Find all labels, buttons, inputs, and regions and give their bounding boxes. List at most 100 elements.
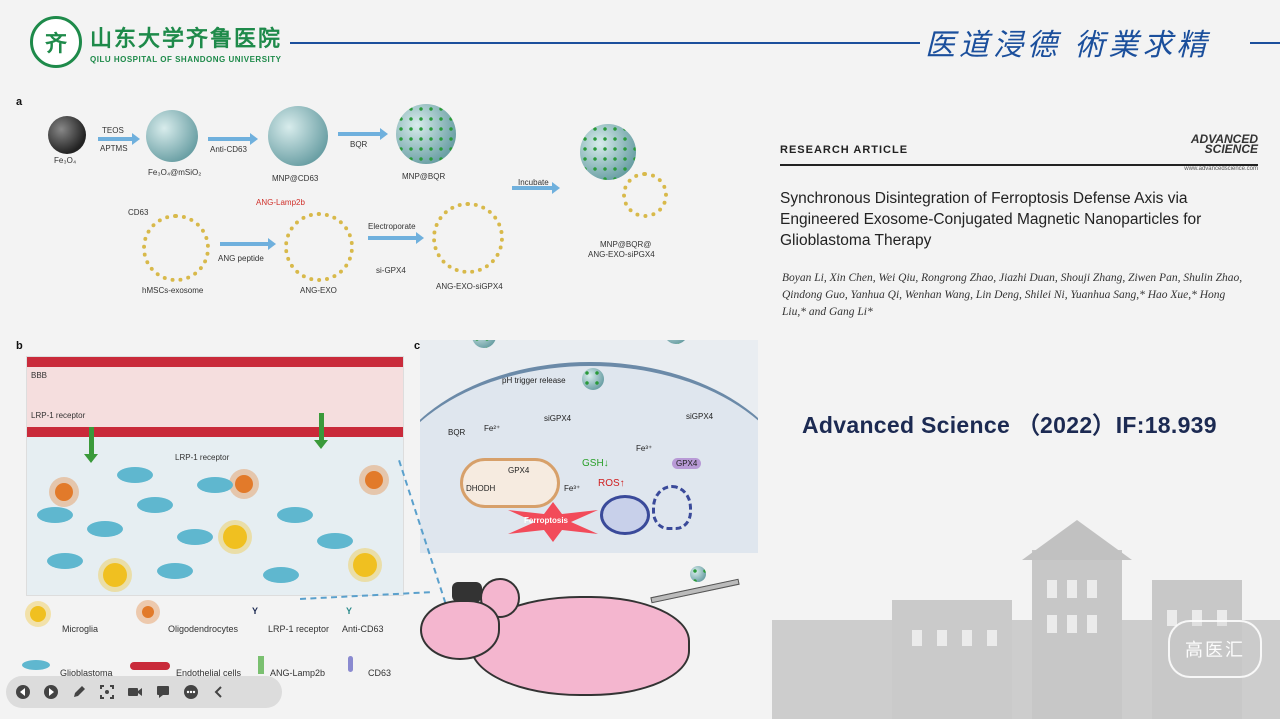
ang-exo-sigpx4-label: ANG-EXO-siGPX4 [436,282,503,291]
transport-arrow-1 [84,427,98,463]
legend-microglia-icon [30,606,46,622]
mouse-head [420,600,500,660]
glioblastoma-cell [87,521,123,537]
prev-icon[interactable] [12,681,34,703]
glioblastoma-cell [177,529,213,545]
aptms-label: APTMS [100,144,128,153]
ang-exo-label: ANG-EXO [300,286,337,295]
legend-glioblastoma: Glioblastoma [60,668,113,678]
presentation-toolbar [6,676,282,708]
legend-cd63: CD63 [368,668,392,678]
arrow-incubate [512,182,560,194]
fe3o4-msio2-sphere [146,110,198,162]
hospital-seal-icon: 齐 [30,16,82,68]
glioblastoma-cell [263,567,299,583]
mouse-ear [480,578,520,618]
watermark-text: 高医汇 [1185,640,1245,661]
microglia-cell [103,563,127,587]
fe3o4-sphere [48,116,86,154]
glioblastoma-cell [317,533,353,549]
arrow-3 [338,128,388,140]
vessel-wall-top [27,357,403,367]
vessel-wall-bottom [27,427,403,437]
next-icon[interactable] [40,681,62,703]
hmscs-exosome-label: hMSCs-exosome [142,286,204,295]
glioblastoma-cell [197,477,233,493]
final-exosome-ring [622,172,668,218]
watermark-logo: 高医汇 [1168,620,1262,678]
cd63-label: CD63 [128,208,149,217]
figure-panel-c: pH trigger release BQR Fe²⁺ siGPX4 siGPX… [420,340,758,553]
transport-arrow-2 [314,413,328,449]
mnp-cd63-label: MNP@CD63 [272,174,319,183]
article-title: Synchronous Disintegration of Ferroptosi… [780,190,1202,249]
fe3-right-label: Fe³⁺ [636,444,653,453]
glioblastoma-cell [137,497,173,513]
figure-panel-b: BBB LRP-1 receptor LRP-1 receptor [26,356,404,596]
journal-logo-line1: ADVANCED [1190,132,1258,146]
camera-icon[interactable] [124,681,146,703]
panel-b-label: b [16,340,23,352]
dhodh-label: DHODH [466,484,496,493]
mnp-bqr-sphere [396,104,456,164]
screenshot-icon[interactable] [96,681,118,703]
legend-anti-cd63: Anti-CD63 [342,624,384,634]
lrp1-label: LRP-1 receptor [31,411,86,420]
legend-endothelial: Endothelial cells [176,668,242,678]
gpx4-left-label: GPX4 [508,466,530,475]
ang-exo-ring [284,212,354,282]
oligodendrocyte-cell [365,471,383,489]
mouse-body [470,596,690,696]
arrow-5 [368,232,424,244]
glioblastoma-cell [277,507,313,523]
ros-label: ROS↑ [598,478,625,489]
glioblastoma-cell [47,553,83,569]
final-label-line1: MNP@BQR@ [600,240,652,249]
comment-icon[interactable] [152,681,174,703]
hospital-name-cn: 山东大学齐鲁医院 [90,25,283,52]
article-section-label: RESEARCH ARTICLE [780,144,909,156]
teos-label: TEOS [102,126,124,135]
fe2-label: Fe²⁺ [484,424,501,433]
bbb-label: BBB [31,371,48,380]
legend-cd63-icon [348,656,353,672]
injected-particle-icon [690,566,706,582]
legend-ang-lamp2b: ANG-Lamp2b [270,668,326,678]
article-header: RESEARCH ARTICLE ADVANCED SCIENCE www.ad… [780,132,1258,174]
legend-ang-lamp2b-icon [258,656,264,674]
more-icon[interactable] [180,681,202,703]
panel-a-label: a [16,96,23,108]
legend-lrp1-icon: Y [252,606,259,616]
ang-exo-sigpx4-ring [432,202,504,274]
fe3-label: Fe³⁺ [564,484,581,493]
gpx4-right-label: GPX4 [672,458,702,469]
journal-url: www.advancedscience.com [1184,166,1258,172]
journal-logo: ADVANCED SCIENCE [1190,132,1258,155]
bqr-label: BQR [350,140,368,149]
final-mnp-sphere [580,124,636,180]
hospital-motto: 医道浸德 術業求精 [925,28,1211,63]
legend-lrp1: LRP-1 receptor [268,624,330,634]
oligodendrocyte-cell [235,475,253,493]
slide-header: 齐 山东大学齐鲁医院 QILU HOSPITAL OF SHANDONG UNI… [0,0,1280,80]
fe3o4-label: Fe₃O₄ [54,156,77,165]
mnp-bqr-label: MNP@BQR [402,172,446,181]
header-divider-right [1250,42,1280,44]
glioblastoma-cell [157,563,193,579]
nanoparticle-icon [472,340,496,348]
legend-oligodendrocytes-icon [142,606,154,618]
collapse-icon[interactable] [208,681,230,703]
oligodendrocyte-cell [55,483,73,501]
syringe-icon [650,578,740,604]
pen-icon[interactable] [68,681,90,703]
si-gpx4-label: si-GPX4 [376,266,406,275]
article-authors: Boyan Li, Xin Chen, Wei Qiu, Rongrong Zh… [782,272,1243,318]
nanoparticle-icon [664,340,688,344]
endoplasmic-reticulum [652,485,692,530]
arrow-1 [98,133,140,145]
bqr-label-c: BQR [448,428,466,437]
logo-text: 山东大学齐鲁医院 QILU HOSPITAL OF SHANDONG UNIVE… [90,21,282,64]
electroporate-label: Electroporate [368,222,416,231]
hmscs-exosome-ring [142,214,210,282]
hospital-logo: 齐 山东大学齐鲁医院 QILU HOSPITAL OF SHANDONG UNI… [30,12,290,72]
